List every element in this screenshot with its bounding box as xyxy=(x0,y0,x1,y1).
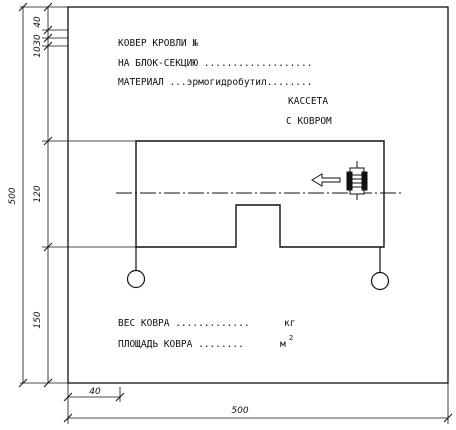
carpet-roll-icon xyxy=(346,161,368,200)
dim-mid-120: 120 xyxy=(33,185,43,202)
label-material: МАТЕРИАЛ ...эрмогидробутил........ xyxy=(118,77,312,88)
label-area: ПЛОЩАДЬ КОВРА ........ xyxy=(118,339,244,350)
dim-top-30: 30 xyxy=(33,34,43,46)
right-hook-circle xyxy=(370,271,390,291)
label-area-unit-exponent: 2 xyxy=(289,334,293,342)
label-roof-carpet-number: КОВЕР КРОВЛИ № xyxy=(118,38,198,49)
dim-total-height: 500 xyxy=(8,187,18,204)
dimension-ticks xyxy=(18,2,53,388)
dim-total-width: 500 xyxy=(231,406,248,416)
dim-top-10: 10 xyxy=(33,46,43,58)
label-block-section: НА БЛОК-СЕКЦИЮ ................... xyxy=(118,58,312,69)
label-weight-unit: кг xyxy=(284,318,295,329)
sheet-frame xyxy=(67,6,449,384)
label-weight: ВЕС КОВРА ............. xyxy=(118,318,250,329)
label-with-carpet: С КОВРОМ xyxy=(286,116,332,127)
dim-left-40: 40 xyxy=(89,387,101,397)
dim-top-40: 40 xyxy=(33,16,43,28)
cassette-outline xyxy=(135,140,385,248)
direction-arrow-icon xyxy=(311,173,341,187)
left-hook-circle xyxy=(126,269,146,289)
label-area-unit: м xyxy=(280,339,286,350)
dim-bottom-150: 150 xyxy=(33,311,43,328)
label-cassette: КАССЕТА xyxy=(288,96,328,107)
bottom-dimension-ticks xyxy=(63,392,453,423)
